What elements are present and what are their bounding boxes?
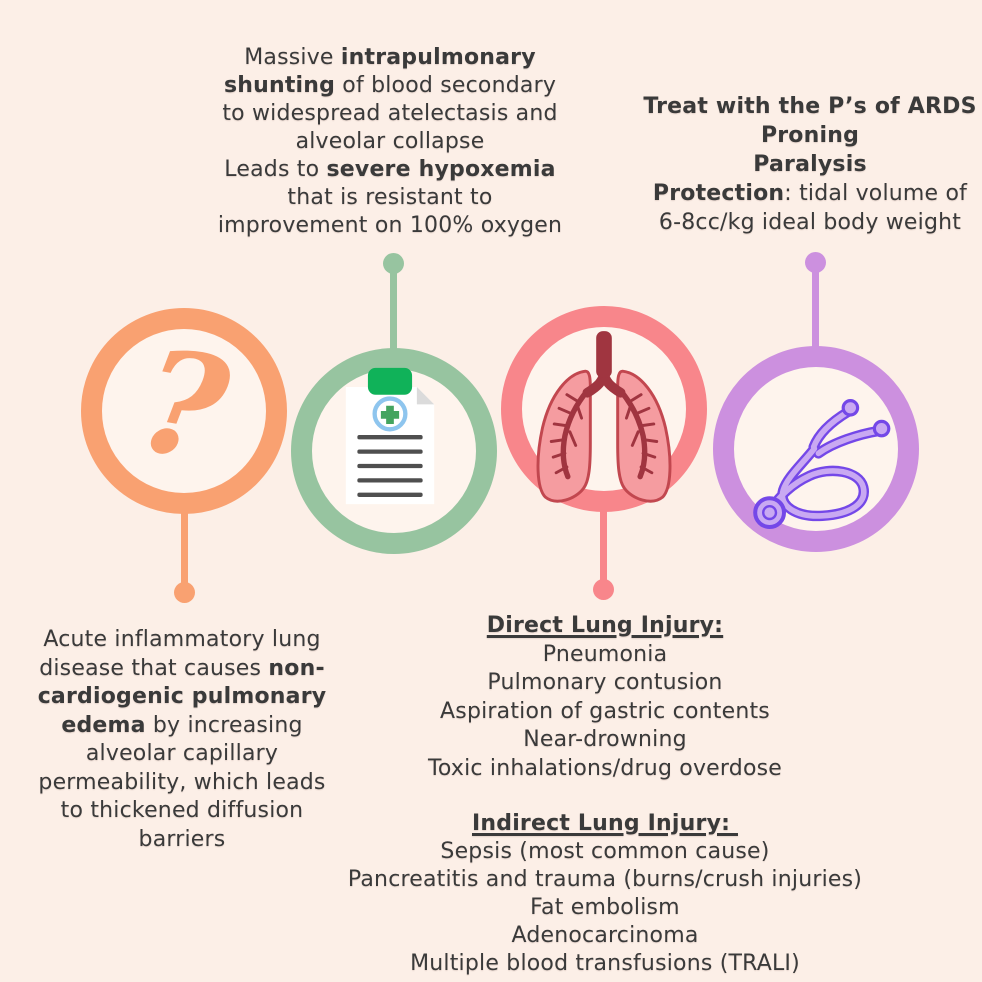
direct-lung-injury-header: Direct Lung Injury: xyxy=(486,613,724,638)
list-item: Pancreatitis and trauma (burns/crush inj… xyxy=(347,867,863,892)
text-line: alveolar capillary xyxy=(6,740,358,769)
question-mark-icon: ? xyxy=(128,317,240,495)
connector-dot-lungs xyxy=(593,579,614,600)
earpiece-icon xyxy=(841,399,860,417)
bold-text-segment: Proning xyxy=(760,123,860,148)
connector-dot-stethoscope xyxy=(805,252,826,273)
indirect-lung-injury-section: Indirect Lung Injury: Sepsis (most commo… xyxy=(265,810,945,978)
list-item: Adenocarcinoma xyxy=(511,923,699,948)
text-segment: barriers xyxy=(138,826,226,852)
stethoscope-icon xyxy=(753,399,891,529)
bold-text-segment: severe hypoxemia xyxy=(326,157,556,182)
text-line: alveolar collapse xyxy=(170,128,610,156)
text-line: permeability, which leads xyxy=(6,769,358,798)
list-item: Pulmonary contusion xyxy=(487,670,723,695)
bold-text-segment: intrapulmonary xyxy=(340,45,536,70)
text-line: edema by increasing xyxy=(6,712,358,741)
text-segment: Massive xyxy=(244,45,341,70)
text-segment: that is resistant to xyxy=(287,185,493,210)
list-item: Pneumonia xyxy=(542,641,668,667)
trachea xyxy=(596,331,612,379)
lungs-icon xyxy=(536,331,672,503)
bold-text-segment: edema xyxy=(61,712,146,738)
text-line: 6-8cc/kg ideal body weight xyxy=(618,208,982,237)
paper-text-lines xyxy=(357,435,423,497)
text-line: to widespread atelectasis and xyxy=(170,100,610,128)
list-item: Fat embolism xyxy=(530,895,680,920)
text-segment: Leads to xyxy=(224,157,327,182)
list-item: Toxic inhalations/drug overdose xyxy=(428,755,782,781)
text-line: Paralysis xyxy=(618,150,982,179)
chest-piece-icon xyxy=(753,496,786,529)
text-line: Acute inflammatory lung xyxy=(6,626,358,655)
connector-line-question xyxy=(181,505,188,587)
indirect-lung-injury-header: Indirect Lung Injury: xyxy=(472,811,738,836)
text-line: barriers xyxy=(6,826,358,855)
text-segment: Acute inflammatory lung xyxy=(43,627,321,652)
text-segment: of blood secondary xyxy=(335,73,557,98)
definition-note: Acute inflammatory lung disease that caus… xyxy=(6,626,358,854)
text-line: shunting of blood secondary xyxy=(170,72,610,100)
stethoscope-tube xyxy=(766,406,884,522)
text-segment: by increasing xyxy=(145,712,303,738)
bold-text-segment: Treat with the P’s of ARDS xyxy=(643,94,977,119)
text-line: Massive intrapulmonary xyxy=(170,44,610,72)
text-segment: to widespread atelectasis and xyxy=(222,101,558,126)
text-line: disease that causes non- xyxy=(6,655,358,684)
text-segment: : tidal volume of xyxy=(784,181,968,206)
earpiece-icon xyxy=(872,419,891,438)
text-segment: 6-8cc/kg ideal body weight xyxy=(658,210,962,235)
text-line: to thickened diffusion xyxy=(6,797,358,826)
question-circle: ? xyxy=(81,308,287,514)
text-segment: permeability, which leads xyxy=(38,769,326,795)
text-line: Treat with the P’s of ARDS xyxy=(618,92,982,121)
text-line: Proning xyxy=(618,121,982,150)
text-line: Protection: tidal volume of xyxy=(618,179,982,208)
bold-text-segment: Protection xyxy=(652,181,785,206)
text-segment: to thickened diffusion xyxy=(60,798,304,823)
text-segment: alveolar collapse xyxy=(295,129,485,154)
bold-text-segment: non- xyxy=(268,655,325,681)
list-item: Multiple blood transfusions (TRALI) xyxy=(410,951,800,976)
chest-piece-diaphragm xyxy=(762,505,778,521)
indirect-lung-injury-list: Sepsis (most common cause) Pancreatitis a… xyxy=(265,838,945,978)
list-item: Near-drowning xyxy=(523,727,687,752)
text-line: Leads to severe hypoxemia xyxy=(170,156,610,184)
connector-line-lungs xyxy=(600,503,607,585)
bold-text-segment: shunting xyxy=(223,73,336,98)
text-line: that is resistant to xyxy=(170,184,610,212)
text-segment: disease that causes xyxy=(39,655,269,681)
paper-fold-corner xyxy=(416,387,435,405)
text-segment: improvement on 100% oxygen xyxy=(217,213,563,238)
connector-line-stethoscope xyxy=(812,269,819,352)
medical-cross-icon xyxy=(380,405,400,424)
connector-dot-clipboard xyxy=(383,253,404,274)
clipboard-clip xyxy=(367,367,413,395)
bold-text-segment: cardiogenic pulmonary xyxy=(37,684,327,709)
lung-lobes xyxy=(536,369,672,503)
medical-clipboard-icon xyxy=(345,367,435,505)
clipboard-paper xyxy=(345,387,435,505)
text-segment: alveolar capillary xyxy=(85,741,279,766)
bold-text-segment: Paralysis xyxy=(753,152,867,177)
text-line: improvement on 100% oxygen xyxy=(170,212,610,240)
connector-line-clipboard xyxy=(390,270,397,354)
list-item: Sepsis (most common cause) xyxy=(440,839,770,864)
connector-dot-question xyxy=(174,582,195,603)
list-item: Aspiration of gastric contents xyxy=(440,698,770,724)
text-line: cardiogenic pulmonary xyxy=(6,683,358,712)
